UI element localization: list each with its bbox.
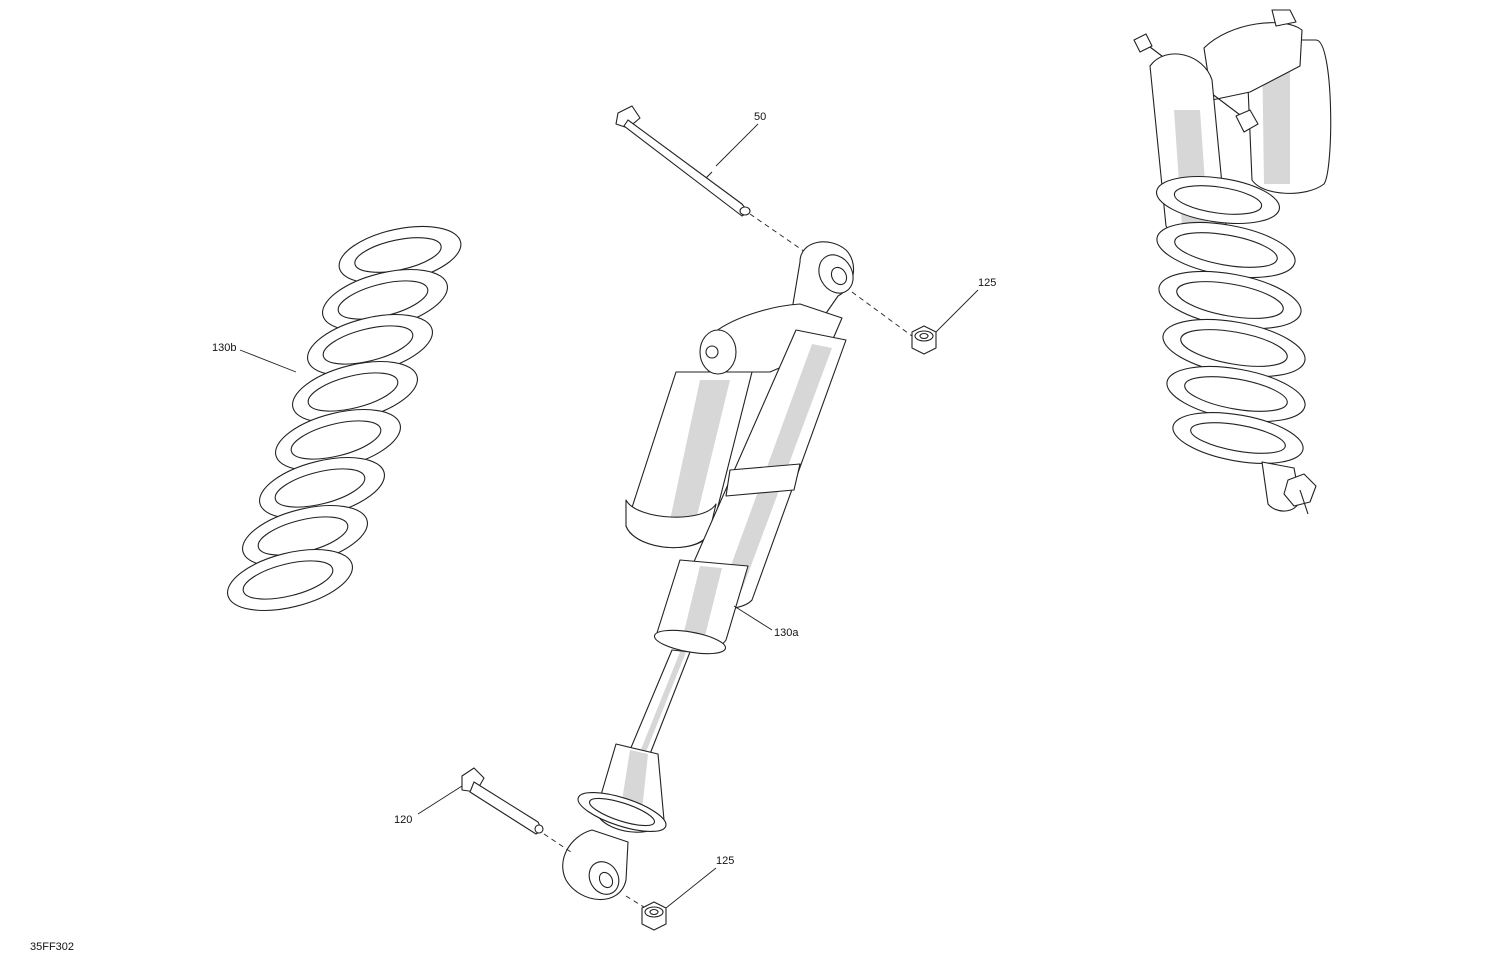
assembled-shock (1133, 9, 1332, 515)
callout-125-bottom: 125 (716, 855, 734, 867)
leader-130a (733, 605, 773, 631)
leader-125-bottom (665, 867, 717, 909)
alignment-line-nut-125-top (851, 291, 913, 337)
figure-code: 35FF302 (30, 941, 74, 953)
leader-120 (417, 785, 463, 815)
callout-50: 50 (754, 111, 766, 123)
alignment-line-bolt-120 (543, 833, 575, 855)
bolt-120 (461, 767, 544, 835)
leader-50 (715, 123, 759, 167)
leader-125-top (935, 289, 979, 333)
callout-125-top: 125 (978, 277, 996, 289)
callout-130a: 130a (774, 627, 799, 639)
nut-125-top (911, 325, 937, 355)
coil-spring-130b (227, 225, 462, 611)
nut-125-bottom (641, 901, 667, 931)
alignment-line-bolt-50 (749, 213, 809, 255)
callout-120: 120 (394, 814, 412, 826)
callout-130b: 130b (212, 342, 236, 354)
shock-absorber-130a (562, 241, 855, 901)
bolt-50 (615, 105, 751, 217)
leader-130b (239, 349, 297, 373)
